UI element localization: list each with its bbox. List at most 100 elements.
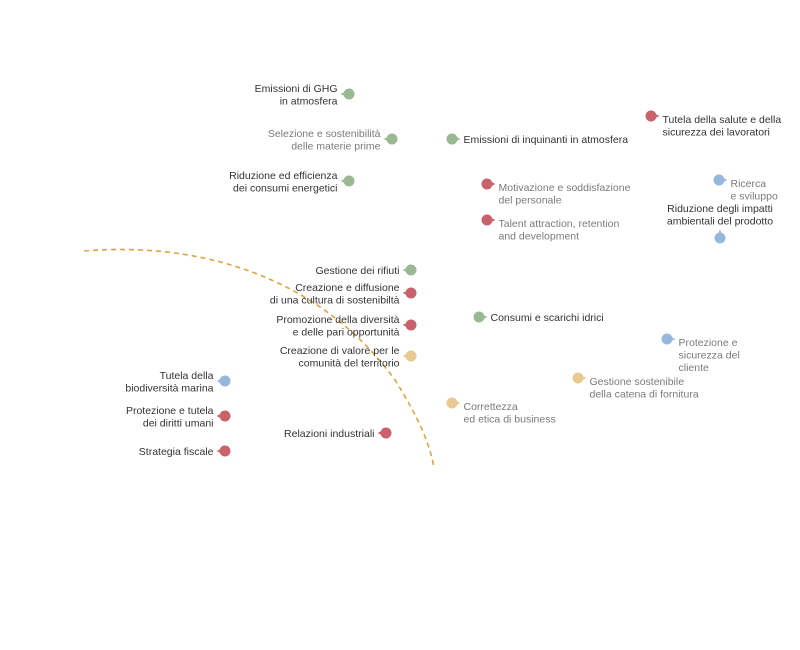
data-point-label-line: Creazione e diffusione	[295, 282, 399, 294]
data-point-label-line: Riduzione degli impatti	[667, 203, 773, 215]
data-point-label-line: e delle pari opportunità	[293, 326, 400, 338]
data-point-marker	[645, 110, 657, 122]
data-point-marker	[572, 372, 584, 384]
data-point-marker	[219, 410, 231, 422]
data-point-label-line: Gestione sostenibile	[590, 376, 685, 388]
data-point-marker	[714, 232, 726, 244]
data-point-marker	[405, 319, 417, 331]
data-point-label-line: delle materie prime	[291, 140, 380, 152]
data-point-label-line: del personale	[499, 195, 562, 207]
data-point-label-line: dei diritti umani	[143, 417, 214, 429]
data-point: Consumi e scarichi idrici	[473, 311, 604, 324]
data-point-label-line: and development	[499, 231, 580, 243]
data-point-label: Strategia fiscale	[139, 446, 214, 458]
data-point-marker	[386, 133, 398, 145]
data-point: Emissioni di inquinanti in atmosfera	[446, 133, 629, 146]
data-point-label-line: Protezione e tutela	[126, 405, 214, 417]
data-point-label-line: biodiversità marina	[125, 382, 213, 394]
data-point-marker	[380, 427, 392, 439]
data-point-marker	[405, 350, 417, 362]
data-point-label-line: sicurezza del	[679, 350, 740, 362]
data-point-label-line: della catena di fornitura	[590, 389, 699, 401]
data-point-label-line: dei consumi energetici	[233, 182, 337, 194]
data-point-marker	[446, 133, 458, 145]
data-point-label-line: Relazioni industriali	[284, 428, 374, 440]
data-point-label-line: Promozione della diversità	[276, 314, 399, 326]
data-point-label-line: Gestione dei rifiuti	[315, 265, 399, 277]
data-point-label: Emissioni di inquinanti in atmosfera	[464, 134, 629, 146]
data-point-marker	[219, 375, 231, 387]
data-point: Strategia fiscale	[139, 445, 231, 458]
data-point-label-line: Motivazione e soddisfazione	[499, 182, 631, 194]
data-point-marker	[405, 264, 417, 276]
data-point-label-line: Ricerca	[731, 178, 767, 190]
data-point-label: Gestione dei rifiuti	[315, 265, 399, 277]
threshold-curve	[83, 248, 435, 469]
data-point-label-line: Riduzione ed efficienza	[229, 170, 338, 182]
data-point-label-line: Tutela della salute e della	[663, 114, 782, 126]
data-point-label: Relazioni industriali	[284, 428, 374, 440]
data-point-label-line: e sviluppo	[731, 191, 778, 203]
data-point-label-line: Creazione di valore per le	[280, 345, 400, 357]
data-point-marker	[713, 174, 725, 186]
data-point: Gestione dei rifiuti	[315, 264, 417, 277]
data-point-label-line: Selezione e sostenibilità	[268, 128, 381, 140]
data-point-marker	[343, 88, 355, 100]
data-point-marker	[473, 311, 485, 323]
data-point-label: Consumi e scarichi idrici	[491, 312, 604, 324]
data-point-label-line: Consumi e scarichi idrici	[491, 312, 604, 324]
data-point-label-line: cliente	[679, 362, 710, 374]
data-point-marker	[405, 287, 417, 299]
data-point-label-line: di una cultura di sostenibiltà	[270, 294, 400, 306]
data-point-label-line: sicurezza dei lavoratori	[663, 127, 770, 139]
data-point-label-line: ed etica di business	[464, 414, 556, 426]
data-point-marker	[446, 397, 458, 409]
data-point-marker	[661, 333, 673, 345]
data-point-label-line: Talent attraction, retention	[499, 218, 620, 230]
data-point-label-line: Correttezza	[464, 401, 518, 413]
data-point-label-line: Strategia fiscale	[139, 446, 214, 458]
data-point: Relazioni industriali	[284, 427, 392, 440]
data-point-label-line: Protezione e	[679, 337, 738, 349]
data-point-label-line: Emissioni di inquinanti in atmosfera	[464, 134, 629, 146]
data-point-label-line: Tutela della	[160, 370, 214, 382]
data-point-marker	[481, 178, 493, 190]
data-point-label-line: ambientali del prodotto	[667, 216, 773, 228]
data-point-marker	[219, 445, 231, 457]
data-point-label-line: Emissioni di GHG	[255, 83, 338, 95]
data-point-label-line: comunità del territorio	[299, 357, 400, 369]
data-point-marker	[481, 214, 493, 226]
